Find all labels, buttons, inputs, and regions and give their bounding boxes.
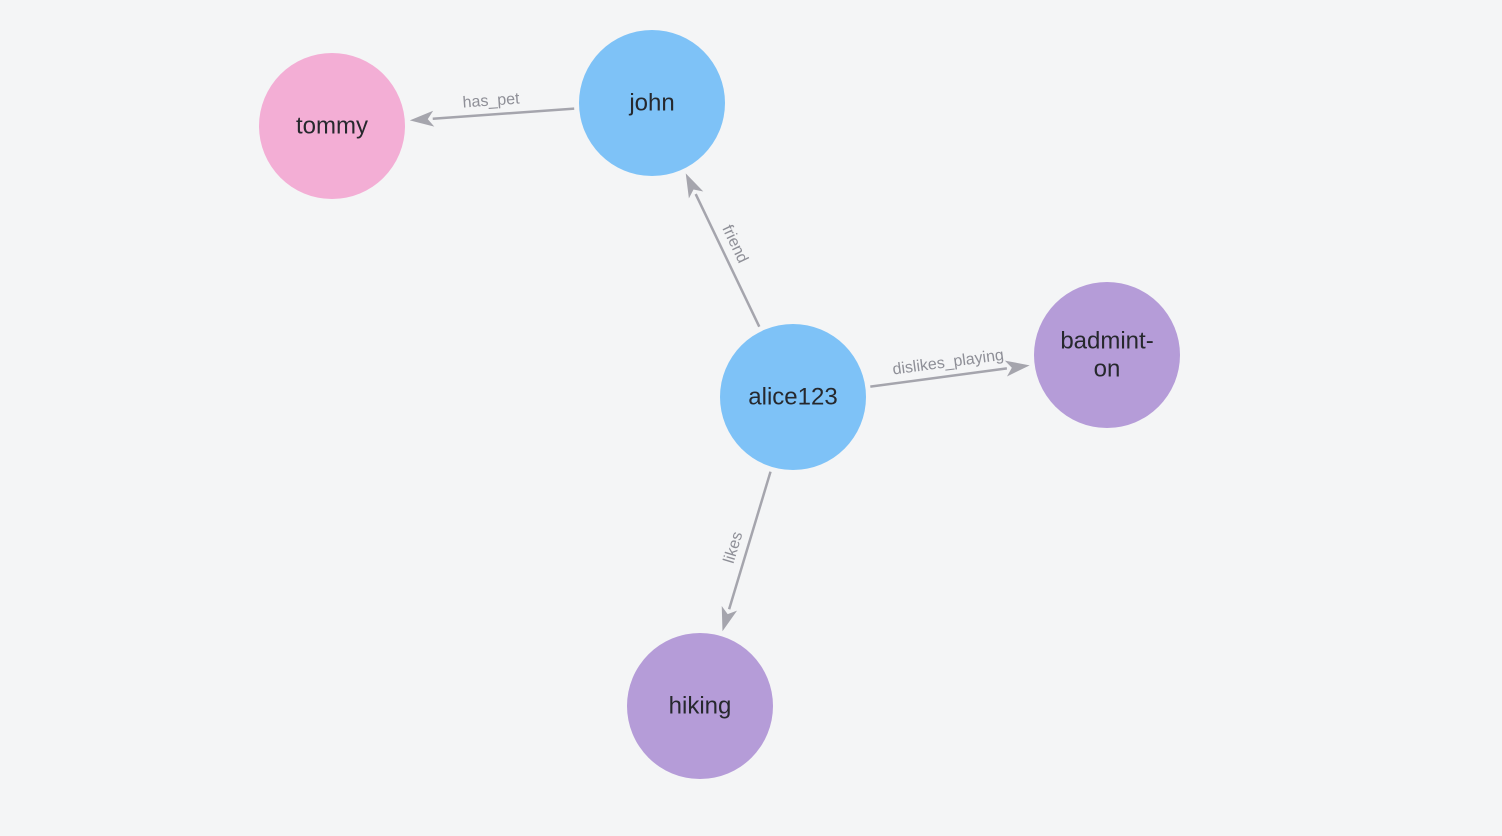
edge-line	[409, 107, 575, 127]
edge-line	[870, 360, 1030, 388]
edge-label: dislikes_playing	[892, 347, 1005, 379]
edge-friend[interactable]: friend	[685, 173, 761, 328]
nodes-layer: tommy john alice123 badmint-on hiking	[259, 30, 1180, 779]
edge-line	[721, 471, 772, 632]
edge-has_pet[interactable]: has_pet	[409, 90, 575, 127]
edge-label: likes	[721, 530, 747, 566]
edge-line	[685, 173, 761, 328]
edge-label: has_pet	[462, 90, 521, 111]
node-circle	[579, 30, 725, 176]
edge-dislikes_playing[interactable]: dislikes_playing	[870, 347, 1030, 388]
node-circle	[259, 53, 405, 199]
node-circle	[1034, 282, 1180, 428]
node-tommy[interactable]: tommy	[259, 53, 405, 199]
node-badminton[interactable]: badmint-on	[1034, 282, 1180, 428]
node-circle	[627, 633, 773, 779]
node-alice123[interactable]: alice123	[720, 324, 866, 470]
edge-likes[interactable]: likes	[721, 471, 772, 632]
edge-label: friend	[718, 222, 751, 265]
node-hiking[interactable]: hiking	[627, 633, 773, 779]
node-circle	[720, 324, 866, 470]
node-john[interactable]: john	[579, 30, 725, 176]
